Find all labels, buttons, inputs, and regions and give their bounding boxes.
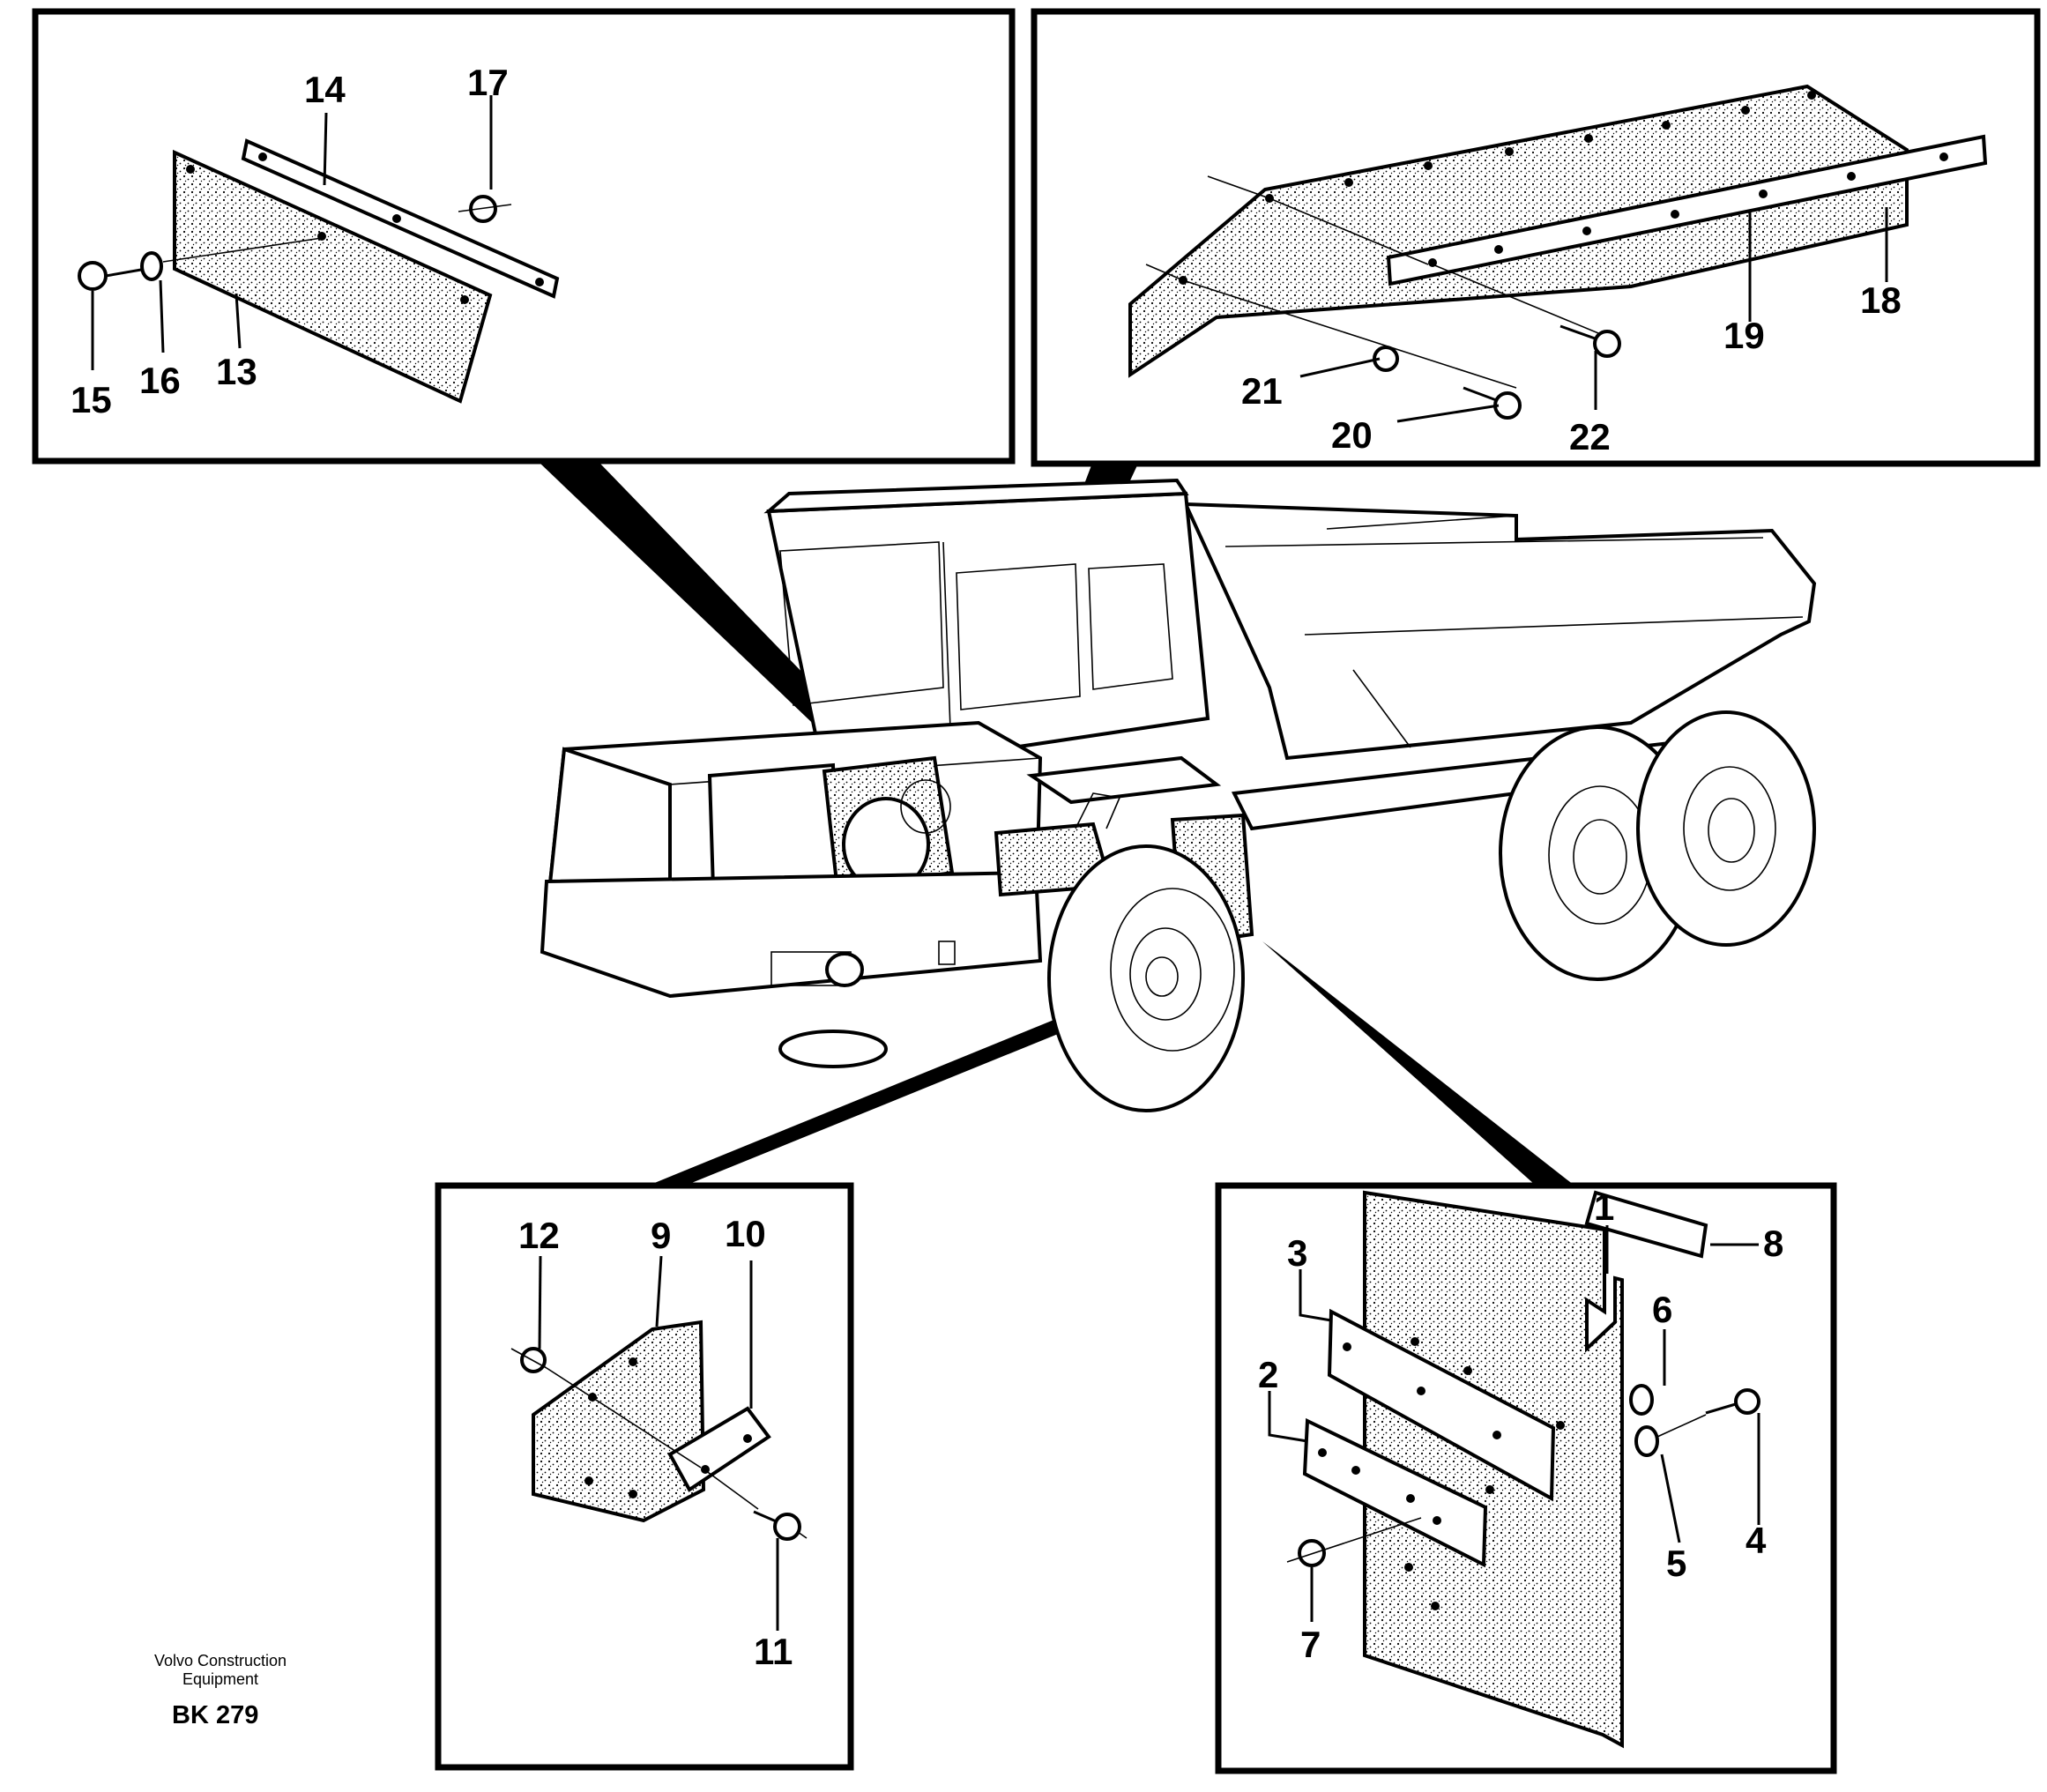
front-wheel — [1047, 844, 1245, 1112]
callout-13: 13 — [216, 351, 257, 392]
rear-wheel-2 — [1636, 710, 1816, 947]
callout-20: 20 — [1331, 414, 1373, 456]
plate-2 — [1302, 1417, 1494, 1610]
bolt-11 — [753, 1510, 808, 1541]
callout-15: 15 — [71, 379, 112, 420]
callout-16: 16 — [139, 360, 181, 401]
dump-truck-illustration — [540, 478, 1817, 1112]
washer-5 — [1634, 1425, 1659, 1457]
washer-16 — [140, 251, 163, 281]
callout-1: 1 — [1594, 1186, 1614, 1228]
callout-17: 17 — [467, 62, 509, 103]
plate-3 — [1327, 1308, 1565, 1502]
callout-12: 12 — [518, 1215, 560, 1256]
callout-19: 19 — [1723, 315, 1765, 356]
nut-12 — [510, 1347, 547, 1373]
callout-21: 21 — [1241, 370, 1283, 412]
washer-6 — [1629, 1384, 1654, 1416]
manufacturer-label: Volvo Construction Equipment — [153, 1652, 287, 1688]
bracket-10 — [667, 1406, 771, 1492]
stippled-mudflap-1 — [1363, 1190, 1624, 1749]
callout-leaders-tl — [91, 95, 493, 370]
detail-panel-top-right: 19 18 21 20 22 — [1031, 8, 2041, 467]
plate-8 — [1584, 1190, 1708, 1259]
callout-22: 22 — [1569, 416, 1611, 457]
bolt-22 — [1559, 324, 1621, 358]
bolt-15 — [78, 261, 142, 291]
bracket-14 — [241, 138, 560, 299]
callout-leaders-br — [1268, 1225, 1760, 1622]
drawing-code: BK 279 — [172, 1701, 259, 1729]
nut-17 — [458, 195, 512, 223]
detail-panel-bottom-right: 1 8 3 6 2 4 5 7 — [1215, 1182, 1837, 1774]
callout-9: 9 — [651, 1215, 671, 1256]
callout-2: 2 — [1258, 1354, 1278, 1395]
callout-11: 11 — [754, 1631, 793, 1672]
stippled-plate-9 — [532, 1320, 706, 1523]
callout-leaders-tr — [1299, 207, 1888, 423]
rail-19 — [1386, 134, 1988, 286]
nut-7 — [1286, 1517, 1422, 1567]
callout-3: 3 — [1287, 1232, 1307, 1274]
callout-7: 7 — [1300, 1624, 1321, 1665]
callout-leaders-bl — [538, 1255, 779, 1631]
callout-18: 18 — [1860, 279, 1902, 321]
stippled-plate-13 — [173, 149, 493, 404]
callout-4: 4 — [1746, 1520, 1767, 1561]
bolt-4 — [1705, 1388, 1760, 1415]
callout-8: 8 — [1763, 1223, 1783, 1264]
callout-6: 6 — [1652, 1289, 1672, 1330]
detail-panel-bottom-left: 12 9 10 11 — [435, 1182, 854, 1771]
callout-14: 14 — [304, 69, 346, 110]
callout-10: 10 — [725, 1213, 766, 1254]
detail-panel-top-left: 14 17 15 16 13 — [32, 8, 1016, 465]
callout-5: 5 — [1666, 1543, 1686, 1584]
